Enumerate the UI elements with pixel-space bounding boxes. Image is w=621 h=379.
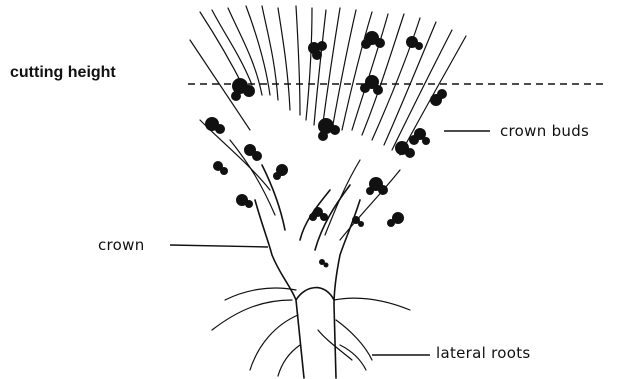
bud (366, 177, 388, 195)
cutting-height-label: cutting height (10, 64, 116, 82)
bud (409, 128, 430, 145)
bud (205, 117, 225, 134)
bud (352, 216, 364, 227)
roots (212, 288, 410, 376)
bud (273, 164, 288, 180)
bud (231, 78, 255, 101)
bud (319, 259, 329, 268)
bud (360, 75, 383, 95)
bud (318, 118, 340, 141)
bud (387, 212, 404, 227)
crown-label: crown (98, 236, 145, 254)
crown-body (255, 165, 360, 378)
bud (361, 31, 385, 49)
crown-buds-label: crown buds (500, 122, 589, 140)
bud (309, 207, 328, 221)
bud (244, 144, 262, 161)
bud (213, 161, 228, 175)
bud (406, 36, 423, 50)
lateral-roots-label: lateral roots (436, 344, 531, 362)
bud (236, 194, 253, 208)
crown-leader (170, 245, 268, 247)
bud (430, 89, 447, 106)
